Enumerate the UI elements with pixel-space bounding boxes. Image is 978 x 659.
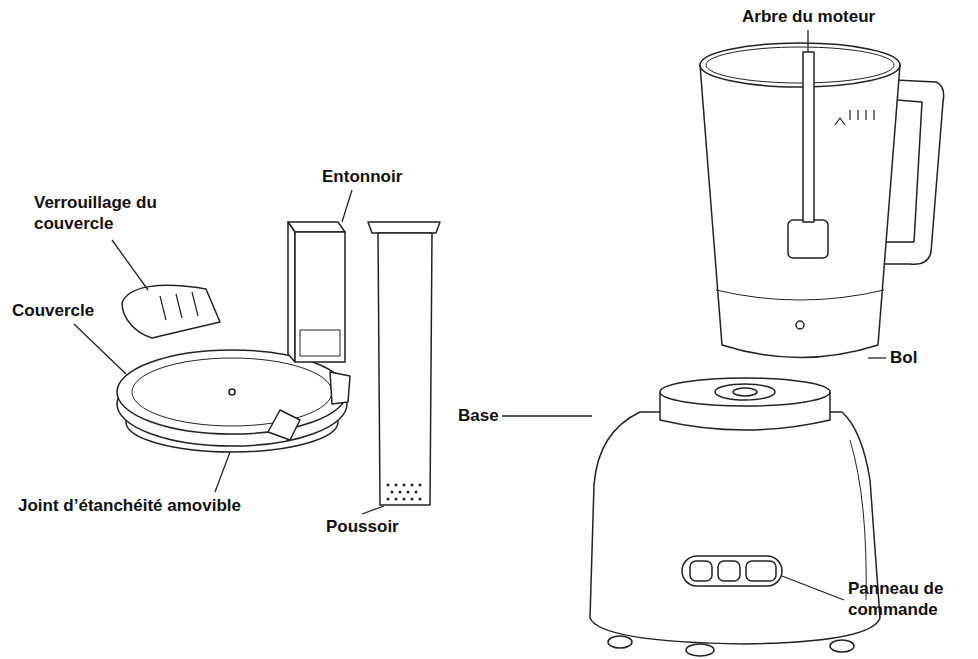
part-label: Poussoir bbox=[326, 516, 399, 537]
lock-ribs bbox=[160, 292, 198, 320]
bowl-max-arrow bbox=[835, 118, 845, 125]
lid-clip bbox=[268, 410, 300, 440]
part-label: Entonnoir bbox=[322, 166, 402, 187]
bowl-inner-rim bbox=[706, 47, 894, 83]
leader-line bbox=[868, 357, 886, 358]
bowl-hole bbox=[796, 321, 804, 329]
funnel-top bbox=[288, 222, 345, 232]
bowl-marks bbox=[850, 110, 874, 120]
base-edge bbox=[850, 440, 866, 600]
lid-lock bbox=[122, 285, 220, 338]
part-label: Joint d’étanchéité amovible bbox=[18, 495, 241, 516]
lid-tab bbox=[330, 372, 350, 404]
lid-ring bbox=[132, 358, 332, 426]
part-label: Arbre du moteur bbox=[742, 6, 875, 27]
bowl-rim bbox=[700, 43, 900, 87]
base-top bbox=[660, 378, 830, 406]
base-foot bbox=[830, 640, 854, 652]
leader-line bbox=[342, 190, 352, 222]
leader-line bbox=[112, 240, 148, 290]
pusher-holes bbox=[387, 484, 422, 501]
part-label: Couvercle bbox=[12, 300, 94, 321]
leader-line bbox=[215, 452, 230, 492]
funnel-side bbox=[288, 222, 295, 362]
shaft-hub bbox=[788, 220, 828, 258]
bowl-body bbox=[700, 65, 900, 358]
base-foot bbox=[608, 636, 632, 648]
button bbox=[690, 561, 712, 581]
leader-line bbox=[807, 30, 808, 52]
base-socket bbox=[715, 384, 775, 400]
leader-line bbox=[74, 324, 126, 374]
lid-hole bbox=[229, 389, 235, 395]
funnel-front bbox=[295, 232, 345, 362]
part-label: Verrouillage du couvercle bbox=[34, 192, 184, 235]
part-label: Base bbox=[458, 405, 499, 426]
button bbox=[718, 561, 740, 581]
leader-line bbox=[502, 415, 592, 416]
pusher-flange bbox=[368, 222, 440, 233]
base-drive bbox=[733, 388, 757, 396]
part-label: Panneau de commande bbox=[848, 578, 966, 621]
bowl-line bbox=[716, 290, 884, 300]
base-body bbox=[590, 412, 880, 644]
control-panel bbox=[682, 556, 782, 586]
leader-line bbox=[782, 576, 844, 600]
leader-line bbox=[362, 506, 384, 514]
base-foot bbox=[686, 644, 714, 656]
part-label: Bol bbox=[890, 347, 917, 368]
funnel-window bbox=[300, 330, 340, 356]
button bbox=[746, 561, 776, 581]
pusher-body bbox=[378, 233, 432, 505]
motor-shaft bbox=[803, 52, 814, 222]
